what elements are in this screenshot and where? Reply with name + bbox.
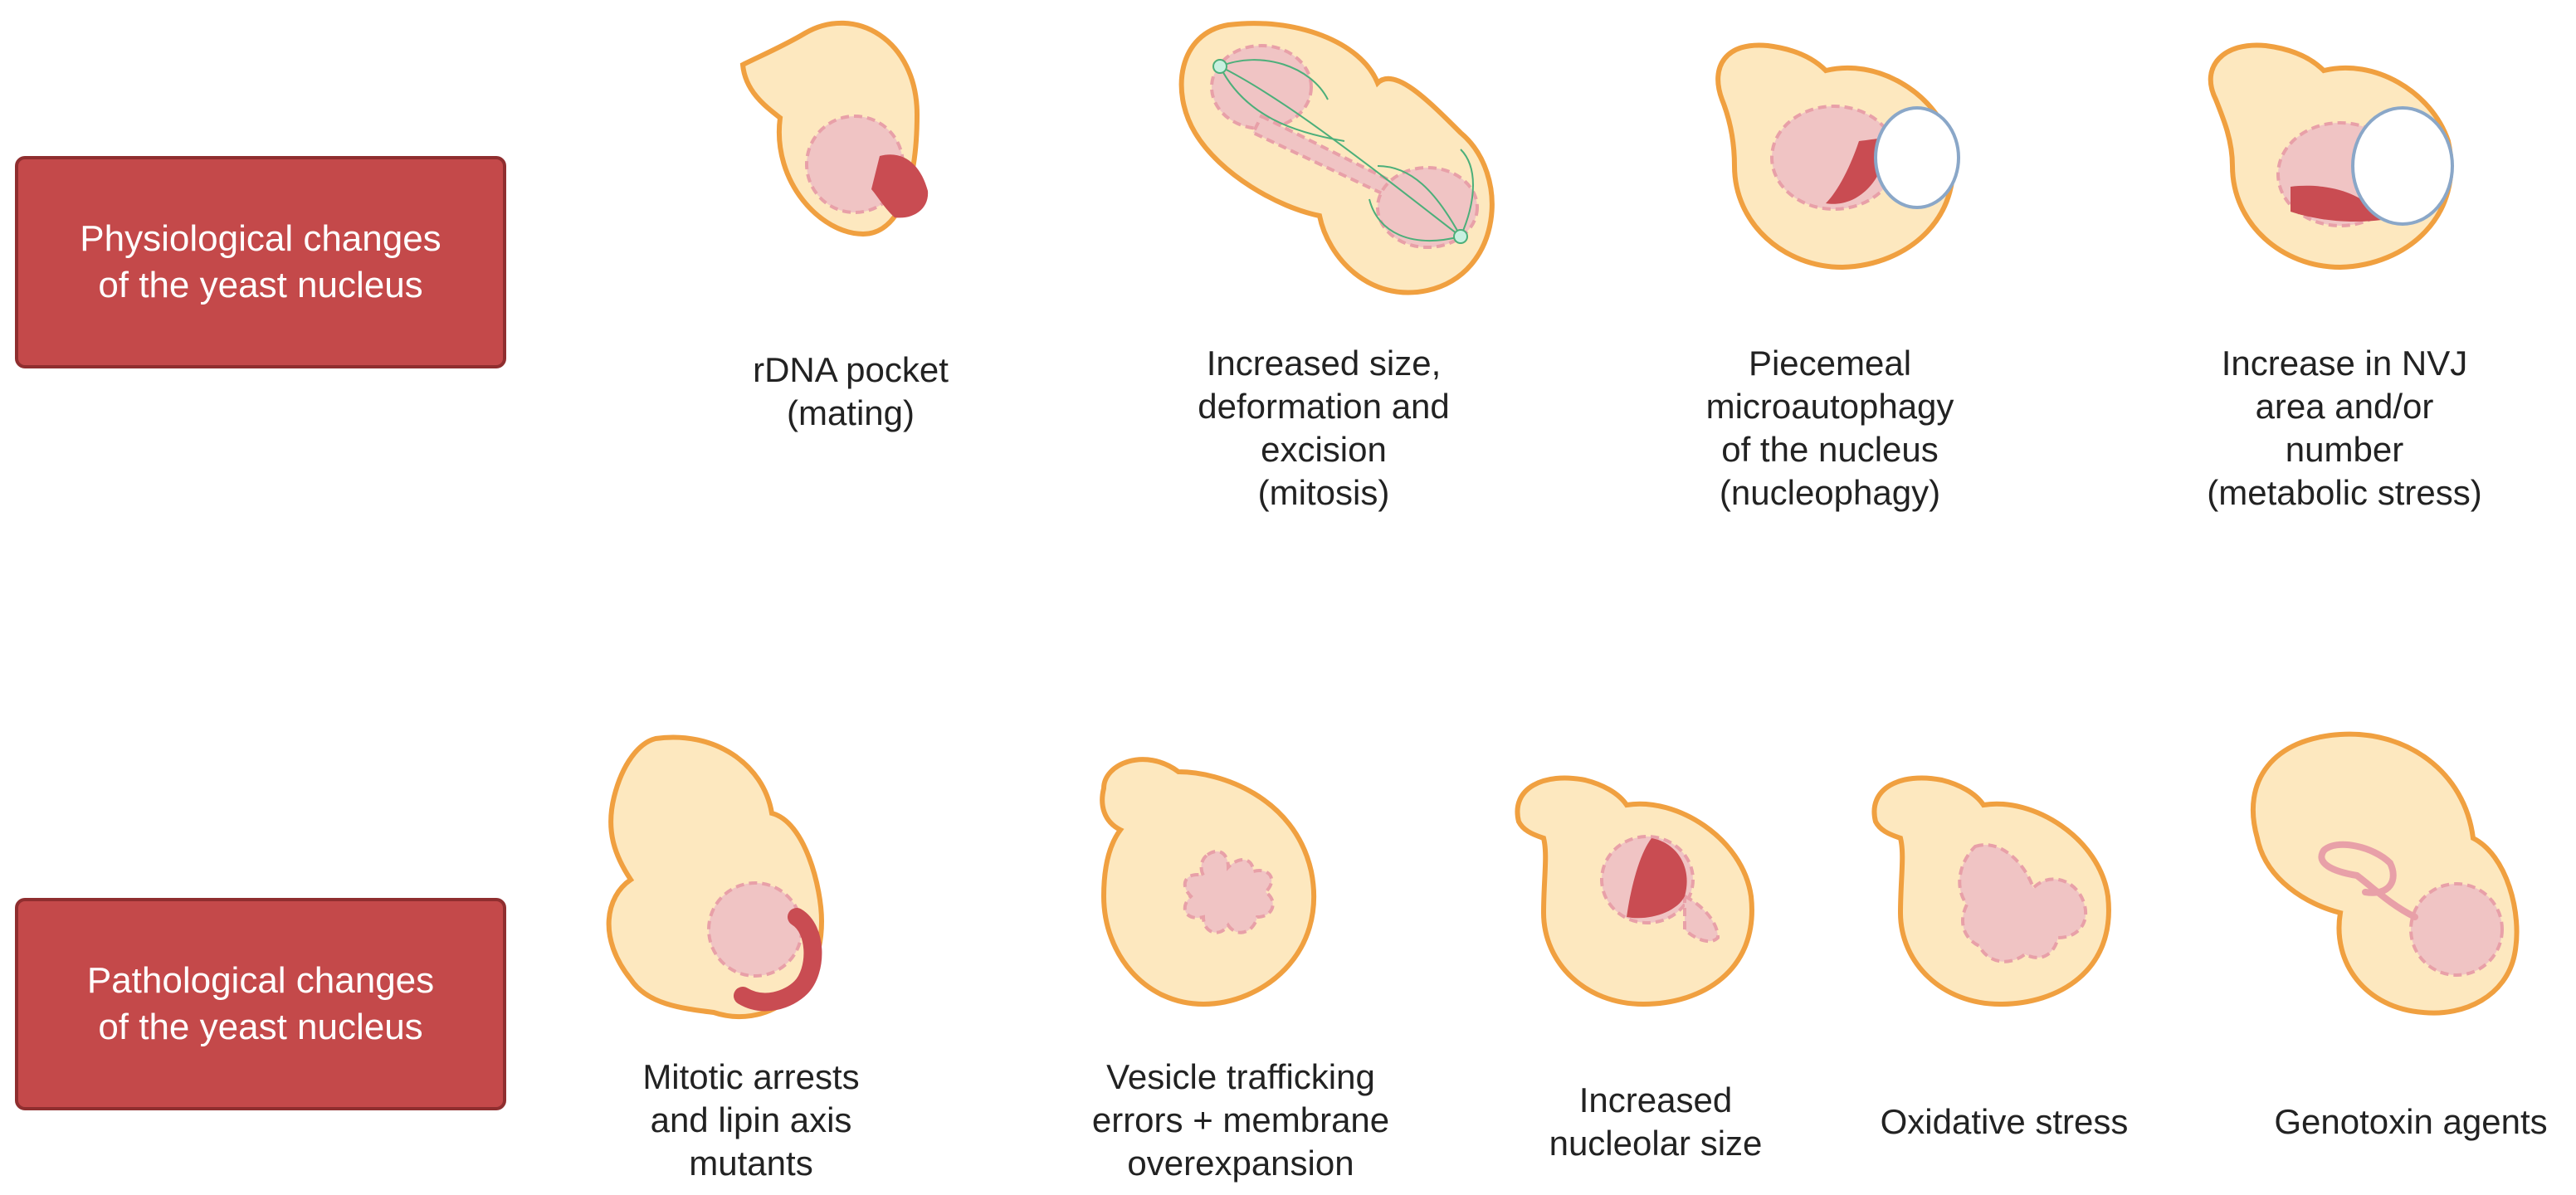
caption-line: deformation and xyxy=(1198,387,1450,426)
caption-line: rDNA pocket xyxy=(753,350,949,389)
physiological-label-line1: Physiological changes xyxy=(80,218,442,259)
caption-line: excision xyxy=(1261,430,1387,469)
caption-genotoxin-agents: Genotoxin agents xyxy=(2274,1100,2547,1144)
caption-rdna-pocket: rDNA pocket (mating) xyxy=(753,349,949,435)
vacuole xyxy=(2351,106,2454,226)
caption-oxidative-stress: Oxidative stress xyxy=(1881,1100,2129,1144)
fragmented-nucleus xyxy=(1958,843,2088,963)
spindle-pole-body xyxy=(1453,229,1468,244)
mitotic-spindle xyxy=(1219,59,1474,241)
cell-vesicle-trafficking xyxy=(1100,757,1317,1007)
caption-line: Mitotic arrests xyxy=(642,1057,860,1096)
caption-line: Increase in NVJ xyxy=(2221,344,2468,383)
caption-nucleolar-size: Increased nucleolar size xyxy=(1549,1079,1763,1165)
vacuole xyxy=(1874,106,1960,209)
cell-mitosis xyxy=(1178,21,1495,295)
caption-line: (metabolic stress) xyxy=(2207,473,2482,512)
caption-line: and lipin axis xyxy=(650,1100,852,1139)
cell-genotoxin xyxy=(2251,731,2520,1016)
pathological-label-line2: of the yeast nucleus xyxy=(98,1007,423,1047)
nucleus-daughter xyxy=(1376,166,1479,249)
nucleolus-enlarged xyxy=(1627,838,1687,919)
caption-line: errors + membrane xyxy=(1091,1100,1390,1139)
caption-nucleophagy: Piecemeal microautophagy of the nucleus … xyxy=(1706,342,1954,515)
nucleolus-pocket xyxy=(871,154,929,218)
cell-rdna-pocket xyxy=(739,20,929,237)
physiological-label-line2: of the yeast nucleus xyxy=(98,265,423,305)
caption-line: mutants xyxy=(689,1144,813,1183)
deformed-nucleus xyxy=(1183,850,1275,934)
nucleolus xyxy=(2291,185,2382,222)
caption-mitotic-arrests: Mitotic arrests and lipin axis mutants xyxy=(642,1056,859,1185)
caption-line: Genotoxin agents xyxy=(2274,1102,2548,1141)
caption-line: Increased xyxy=(1578,1080,1733,1119)
caption-line: Vesicle trafficking xyxy=(1106,1057,1375,1096)
cell-nucleolar-size xyxy=(1515,775,1754,1007)
caption-line: of the nucleus xyxy=(1721,430,1939,469)
caption-line: (nucleophagy) xyxy=(1719,473,1941,512)
cell-oxidative-stress xyxy=(1871,775,2111,1007)
caption-line: Piecemeal xyxy=(1748,344,1912,383)
caption-line: overexpansion xyxy=(1127,1144,1354,1183)
caption-nvj: Increase in NVJ area and/or number (meta… xyxy=(2207,342,2481,515)
caption-line: (mitosis) xyxy=(1257,473,1390,512)
caption-line: Increased size, xyxy=(1206,344,1442,383)
nucleus xyxy=(707,881,803,978)
pathological-label-line1: Pathological changes xyxy=(86,960,435,1001)
physiological-changes-box: Physiological changes of the yeast nucle… xyxy=(15,156,506,368)
nucleus xyxy=(2409,882,2504,977)
caption-line: nucleolar size xyxy=(1549,1124,1763,1163)
cell-nvj xyxy=(2208,42,2454,271)
nuclear-extension xyxy=(2318,841,2418,920)
cell-mitotic-arrest xyxy=(606,734,825,1019)
caption-line: Oxidative stress xyxy=(1880,1102,2129,1141)
caption-mitosis: Increased size, deformation and excision… xyxy=(1198,342,1450,515)
caption-vesicle-trafficking: Vesicle trafficking errors + membrane ov… xyxy=(1092,1056,1389,1185)
nuclear-extension xyxy=(734,908,822,1012)
nucleus-tail xyxy=(1683,893,1720,944)
caption-line: number xyxy=(2285,430,2404,469)
caption-line: (mating) xyxy=(786,393,915,432)
cell-nucleophagy xyxy=(1715,42,1960,271)
caption-line: microautophagy xyxy=(1705,387,1954,426)
spindle-pole-body xyxy=(1212,59,1227,74)
caption-line: area and/or xyxy=(2255,387,2434,426)
pathological-changes-box: Pathological changes of the yeast nucleu… xyxy=(15,898,506,1110)
